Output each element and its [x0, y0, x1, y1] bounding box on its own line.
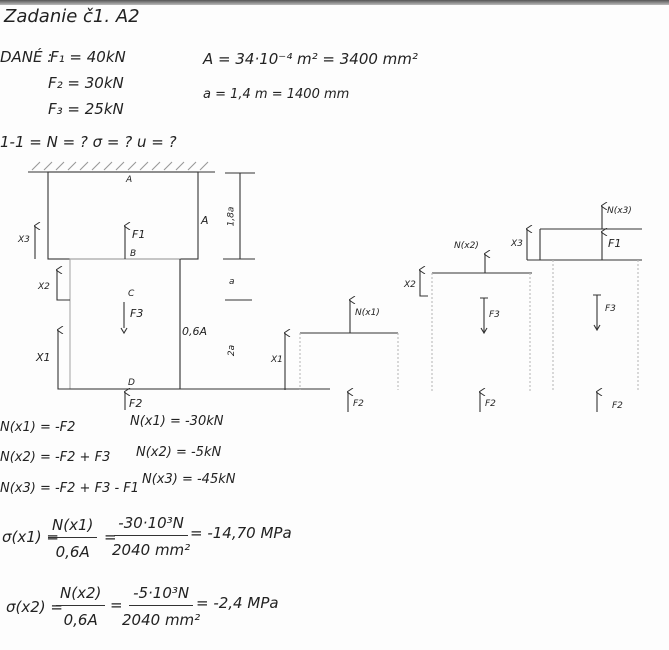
- eq-n-x3-value: N(x3) = -45kN: [142, 472, 236, 487]
- fbd2-f3-label: F3: [489, 310, 500, 320]
- stress-x1-fraction-1: N(x1) 0,6A: [48, 516, 98, 561]
- task-title: Zadanie č1. A2: [4, 6, 140, 27]
- given-f3: F₃ = 25kN: [48, 100, 124, 118]
- fbd3-f2-label: F2: [612, 401, 623, 411]
- scan-edge: [0, 0, 669, 5]
- x2-arrow: [57, 270, 70, 301]
- eq-n-x3: N(x3) = -F2 + F3 - F1: [0, 481, 140, 496]
- fixed-support: [28, 161, 215, 173]
- stress-x2-result: = -2,4 MPa: [196, 594, 279, 612]
- equals-sign: =: [104, 528, 117, 546]
- free-body-2: [420, 254, 532, 412]
- dimension-line: [223, 172, 255, 301]
- eq-n-x1: N(x1) = -F2: [0, 420, 76, 435]
- denominator: 0,6A: [63, 611, 98, 629]
- numerator: -5·10³N: [129, 584, 194, 606]
- n-x2-label: N(x2): [454, 241, 479, 251]
- stress-x2-lhs: σ(x2) =: [6, 598, 63, 616]
- fbd3-f1-label: F1: [608, 237, 622, 250]
- f3-label: F3: [130, 307, 144, 320]
- dim-middle-label: a: [229, 277, 235, 287]
- point-a-label: A: [126, 175, 133, 185]
- given-label: DANÉ :: [0, 48, 53, 66]
- n-x3-label: N(x3): [607, 206, 632, 216]
- given-length: a = 1,4 m = 1400 mm: [203, 87, 350, 102]
- numerator: N(x2): [56, 584, 106, 606]
- area-upper-label: A: [201, 214, 209, 227]
- equals-sign: =: [110, 596, 123, 614]
- lower-bar-segment: [69, 258, 181, 390]
- x2-label: X2: [38, 282, 50, 292]
- eq-n-x2-value: N(x2) = -5kN: [136, 445, 222, 460]
- fbd1-x1-label: X1: [271, 355, 283, 365]
- eq-n-x2: N(x2) = -F2 + F3: [0, 450, 111, 465]
- stress-x1-fraction-2: -30·10³N 2040 mm²: [112, 514, 190, 559]
- numerator: -30·10³N: [114, 514, 188, 536]
- x3-label: X3: [18, 235, 30, 245]
- free-body-1: [285, 300, 399, 412]
- area-lower-label: 0,6A: [182, 325, 208, 338]
- f2-label: F2: [129, 397, 143, 410]
- stress-x1-result: = -14,70 MPa: [190, 524, 292, 542]
- upper-bar-segment: [47, 171, 199, 260]
- denominator: 2040 mm²: [112, 541, 191, 559]
- given-f2: F₂ = 30kN: [48, 74, 124, 92]
- numerator: N(x1): [48, 516, 98, 538]
- x1-arrow: [58, 330, 70, 390]
- dim-upper-label: 1,8a: [226, 206, 237, 227]
- fbd2-x2-label: X2: [404, 280, 416, 290]
- point-b-label: B: [130, 249, 137, 259]
- n-x1-label: N(x1): [355, 308, 380, 318]
- stress-x2-fraction-1: N(x2) 0,6A: [56, 584, 106, 629]
- given-f1: F₁ = 40kN: [50, 48, 126, 66]
- f1-label: F1: [132, 228, 146, 241]
- stress-x1-lhs: σ(x1) =: [2, 528, 59, 546]
- dim-lower-label: 2a: [227, 344, 238, 357]
- denominator: 2040 mm²: [122, 611, 201, 629]
- fbd1-f2-label: F2: [353, 399, 364, 409]
- fbd2-f2-label: F2: [485, 399, 496, 409]
- point-c-label: C: [128, 289, 135, 299]
- x1-label: X1: [36, 351, 51, 364]
- point-d-label: D: [128, 378, 135, 388]
- fbd3-f3-label: F3: [605, 304, 616, 314]
- given-area: A = 34·10⁻⁴ m² = 3400 mm²: [203, 50, 418, 68]
- stress-x2-fraction-2: -5·10³N 2040 mm²: [122, 584, 200, 629]
- fbd3-x3-label: X3: [511, 239, 523, 249]
- unknowns: 1-1 = N = ? σ = ? u = ?: [0, 133, 177, 151]
- free-body-3: [527, 206, 642, 412]
- denominator: 0,6A: [55, 543, 90, 561]
- eq-n-x1-value: N(x1) = -30kN: [130, 414, 224, 429]
